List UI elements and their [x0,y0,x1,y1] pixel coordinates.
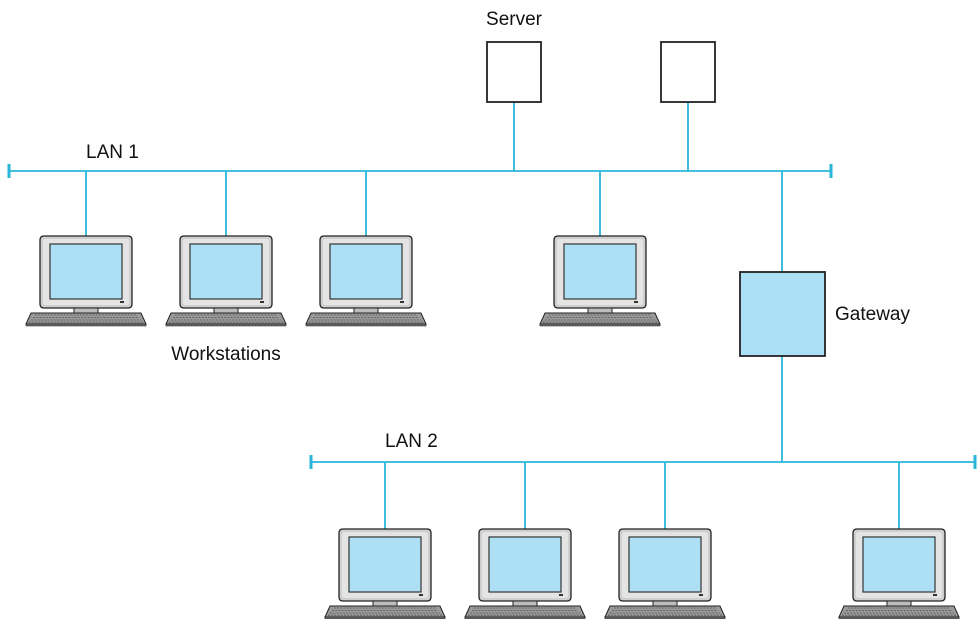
lan2-bus [309,455,977,529]
server-box [660,41,716,103]
server-label: Server [486,9,543,30]
workstation-lan2 [604,528,726,619]
workstations-label: Workstations [171,344,280,365]
workstation-lan2 [464,528,586,619]
workstation-lan1 [539,235,661,327]
workstation-lan1 [25,235,147,327]
workstation-lan2 [838,528,960,619]
lan1-bus [7,102,833,272]
gateway-label: Gateway [835,304,910,325]
workstation-lan1 [165,235,287,327]
workstation-lan2 [324,528,446,619]
gateway-box [739,271,826,357]
workstation-lan1 [305,235,427,327]
lan1-label: LAN 1 [86,142,139,163]
server-box [486,41,542,103]
lan2-label: LAN 2 [385,431,438,452]
